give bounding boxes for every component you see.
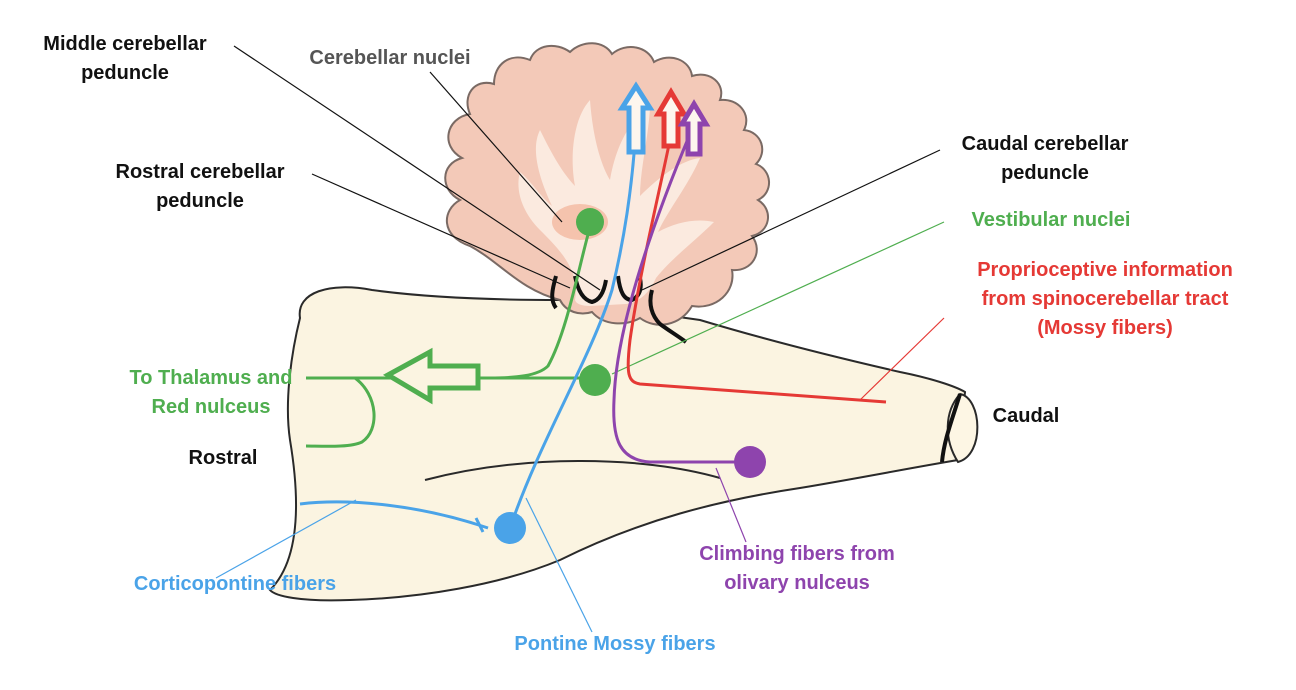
- climbing-fibers-label: Climbing fibers from olivary nulceus: [699, 543, 895, 594]
- olivary-nucleus-dot: [734, 446, 766, 478]
- caudal-cut-face: [946, 392, 979, 464]
- cerebellar-nuclei-leader: [429, 71, 563, 223]
- purple-hollow-arrow: [677, 99, 711, 157]
- caudal-peduncle-label: Caudal cerebellar peduncle: [961, 133, 1129, 184]
- rostral-peduncle-leader: [311, 173, 571, 289]
- pontine-mossy-leader: [525, 497, 593, 633]
- cerebellar-nuclei-label: Cerebellar nuclei: [309, 47, 471, 69]
- middle-peduncle-line-2: peduncle: [81, 62, 169, 84]
- brainstem-groove: [424, 460, 721, 481]
- red-hollow-arrow: [653, 87, 689, 149]
- middle-peduncle-label: Middle cerebellar peduncle: [10, 30, 240, 88]
- rostral-green-curve: [305, 376, 376, 448]
- proprioceptive-label: Proprioceptive information from spinocer…: [977, 259, 1233, 339]
- corticopontine-terminal: [474, 517, 485, 533]
- rostral-label: Rostral: [188, 447, 258, 469]
- corticopontine-label: Corticopontine fibers: [133, 573, 337, 595]
- pontine-mossy-fiber-path: [508, 127, 638, 529]
- caudal-cut-line: [940, 393, 962, 463]
- vestibular-leader: [611, 221, 945, 375]
- peduncle-marks: [550, 275, 688, 344]
- proprioceptive-leader: [859, 317, 945, 401]
- caudal-label: Caudal: [992, 405, 1060, 427]
- pontine-nucleus-dot: [494, 512, 526, 544]
- pontine-mossy-label: Pontine Mossy fibers: [514, 633, 716, 655]
- climbing-fiber-path: [612, 133, 750, 464]
- vestibular-nuclei-label: Vestibular nuclei: [971, 209, 1131, 231]
- blue-hollow-arrow: [617, 81, 655, 155]
- hollow-arrow-to-thalamus: [382, 347, 481, 405]
- spinocerebellar-path: [626, 129, 887, 404]
- corticopontine-leader: [215, 499, 357, 579]
- cerebellum-white-matter: [518, 100, 714, 306]
- caudal-peduncle-leader: [641, 149, 941, 291]
- middle-peduncle-line-1: Middle cerebellar: [43, 33, 207, 55]
- vestibular-nucleus-dot: [579, 364, 611, 396]
- middle-peduncle-leader: [233, 45, 601, 291]
- rostral-peduncle-label: Rostral cerebellar peduncle: [115, 161, 285, 212]
- corticopontine-fiber-path: [299, 500, 489, 530]
- climbing-leader: [715, 467, 747, 543]
- cerebellar-nucleus-dot: [576, 208, 604, 236]
- to-thalamus-label: To Thalamus and Red nulceus: [129, 367, 293, 418]
